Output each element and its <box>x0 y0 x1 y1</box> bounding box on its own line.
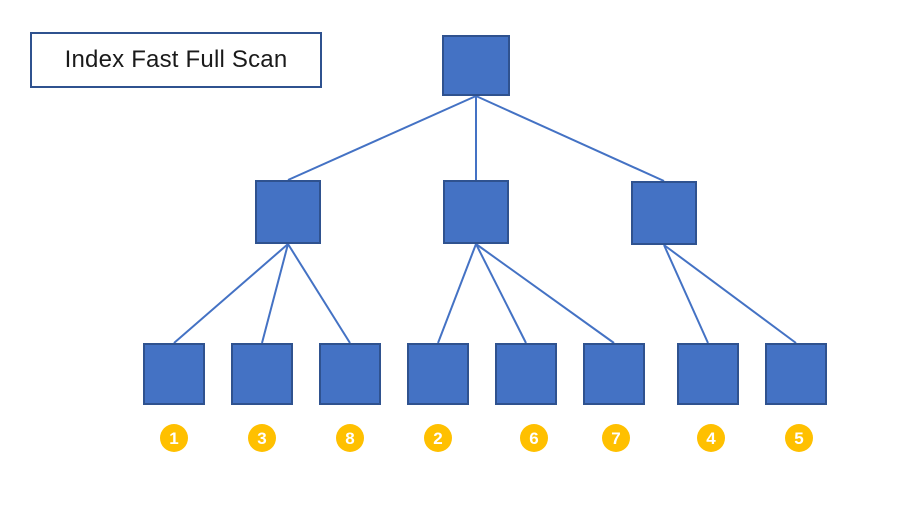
node-branch-3[interactable] <box>631 181 697 245</box>
badge-4: 4 <box>697 424 725 452</box>
edge-root-to-branch-3 <box>475 95 665 182</box>
node-leaf-2[interactable] <box>231 343 293 405</box>
node-leaf-7[interactable] <box>677 343 739 405</box>
badge-6: 6 <box>520 424 548 452</box>
badge-1: 1 <box>160 424 188 452</box>
node-branch-1[interactable] <box>255 180 321 244</box>
edge-root-to-branch-1 <box>287 95 477 181</box>
node-leaf-1[interactable] <box>143 343 205 405</box>
node-leaf-4[interactable] <box>407 343 469 405</box>
badge-5: 5 <box>785 424 813 452</box>
node-leaf-8[interactable] <box>765 343 827 405</box>
badge-7: 7 <box>602 424 630 452</box>
edge-branch-1-to-leaf-3 <box>287 243 351 344</box>
edge-branch-3-to-leaf-7 <box>663 244 709 344</box>
node-root[interactable] <box>442 35 510 96</box>
edge-branch-3-to-leaf-8 <box>663 244 797 344</box>
badge-8: 8 <box>336 424 364 452</box>
node-branch-2[interactable] <box>443 180 509 244</box>
edge-branch-1-to-leaf-2 <box>261 243 289 344</box>
edge-branch-2-to-leaf-4 <box>437 243 477 344</box>
edge-branch-2-to-leaf-5 <box>475 243 527 344</box>
edge-branch-2-to-leaf-6 <box>475 243 615 344</box>
edge-branch-1-to-leaf-1 <box>173 243 289 344</box>
badge-2: 2 <box>424 424 452 452</box>
node-leaf-6[interactable] <box>583 343 645 405</box>
node-leaf-3[interactable] <box>319 343 381 405</box>
node-leaf-5[interactable] <box>495 343 557 405</box>
badge-3: 3 <box>248 424 276 452</box>
legend-box: Index Fast Full Scan <box>30 32 322 88</box>
legend-label: Index Fast Full Scan <box>64 46 288 73</box>
